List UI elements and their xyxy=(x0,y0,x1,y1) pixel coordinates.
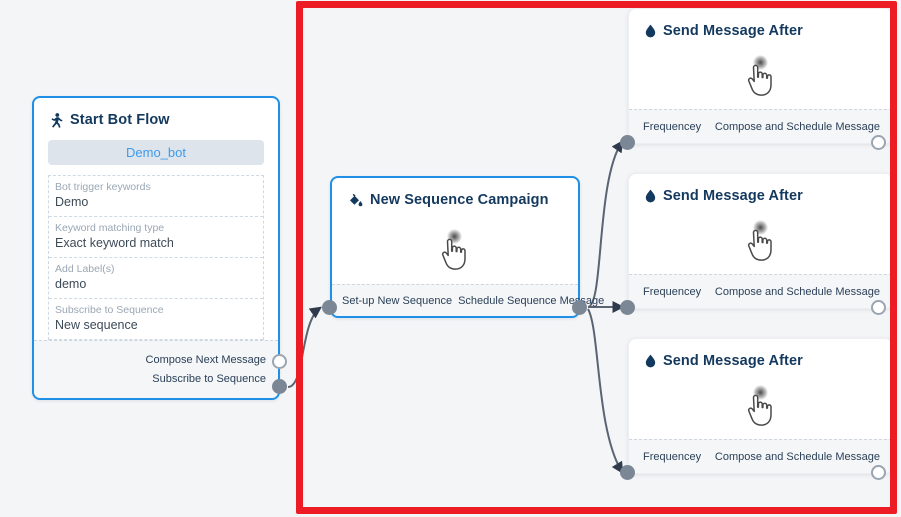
node-new-sequence-campaign[interactable]: New Sequence Campaign Set-up New Sequenc… xyxy=(330,176,604,318)
bot-field-list: Bot trigger keywords Demo Keyword matchi… xyxy=(48,175,264,340)
tap-hand-cursor-icon xyxy=(740,55,782,99)
port-compose-and-schedule-message-3[interactable] xyxy=(871,465,886,480)
field-subscribe-to-sequence[interactable]: Subscribe to Sequence New sequence xyxy=(49,299,263,340)
port-label: Compose Next Message xyxy=(145,354,266,366)
port-label-compose-and-schedule-message[interactable]: Compose and Schedule Message xyxy=(714,450,880,463)
node-new-sequence-campaign-body xyxy=(332,220,578,282)
port-rows: Compose Next Message Subscribe to Sequen… xyxy=(46,354,266,385)
port-frequency-1[interactable] xyxy=(620,135,635,150)
node-title-text: Send Message After xyxy=(663,23,803,39)
port-row-compose-next-message[interactable]: Compose Next Message xyxy=(46,354,266,366)
tap-hand-cursor-icon xyxy=(740,220,782,264)
water-drop-icon xyxy=(645,189,656,203)
port-label-schedule-sequence-message[interactable]: Schedule Sequence Message xyxy=(458,294,605,307)
port-label-compose-and-schedule-message[interactable]: Compose and Schedule Message xyxy=(714,120,880,133)
node-send-message-after-2-body xyxy=(629,214,892,270)
port-label-frequency[interactable]: Frequencey xyxy=(643,285,702,298)
port-compose-and-schedule-message-2[interactable] xyxy=(871,300,886,315)
node-title-text: Start Bot Flow xyxy=(70,112,170,128)
edge-start-to-sequence xyxy=(287,306,322,388)
port-row-subscribe-to-sequence[interactable]: Subscribe to Sequence xyxy=(46,373,266,385)
node-title-text: Send Message After xyxy=(663,188,803,204)
node-send-message-after-3-body xyxy=(629,379,892,435)
node-send-message-after-3-footer: Frequencey Compose and Schedule Message xyxy=(629,439,892,473)
port-compose-and-schedule-message-1[interactable] xyxy=(871,135,886,150)
field-label: Subscribe to Sequence xyxy=(55,304,164,316)
field-bot-trigger-keywords[interactable]: Bot trigger keywords Demo xyxy=(49,176,263,217)
bot-name-text: Demo_bot xyxy=(126,145,186,160)
node-new-sequence-campaign-title: New Sequence Campaign xyxy=(332,178,578,208)
field-label: Add Label(s) xyxy=(55,263,115,275)
field-value: Demo xyxy=(55,195,89,209)
node-start-bot-flow-footer: Compose Next Message Subscribe to Sequen… xyxy=(34,340,278,398)
node-send-message-after-1-title: Send Message After xyxy=(629,9,892,39)
port-label-setup-new-sequence[interactable]: Set-up New Sequence xyxy=(342,294,453,307)
node-title-text: New Sequence Campaign xyxy=(370,192,549,208)
port-label-frequency[interactable]: Frequencey xyxy=(643,450,702,463)
field-label: Keyword matching type xyxy=(55,222,165,234)
port-label: Subscribe to Sequence xyxy=(152,373,266,385)
node-send-message-after-2-footer: Frequencey Compose and Schedule Message xyxy=(629,274,892,308)
port-label-compose-and-schedule-message[interactable]: Compose and Schedule Message xyxy=(714,285,880,298)
node-send-message-after-2[interactable]: Send Message After Frequencey Compose an… xyxy=(628,173,893,309)
node-send-message-after-2-title: Send Message After xyxy=(629,174,892,204)
field-label: Bot trigger keywords xyxy=(55,181,151,193)
field-value: demo xyxy=(55,277,87,291)
node-send-message-after-3-title: Send Message After xyxy=(629,339,892,369)
edge-sequence-to-message-1 xyxy=(587,140,624,308)
node-start-bot-flow-title: Start Bot Flow xyxy=(34,98,278,128)
node-send-message-after-1-body xyxy=(629,49,892,105)
node-send-message-after-1[interactable]: Send Message After Frequencey Compose an… xyxy=(628,8,893,144)
tap-hand-cursor-icon xyxy=(740,385,782,429)
tap-hand-cursor-icon xyxy=(434,229,476,273)
water-drop-icon xyxy=(645,354,656,368)
node-title-text: Send Message After xyxy=(663,353,803,369)
node-new-sequence-campaign-footer: Set-up New Sequence Schedule Sequence Me… xyxy=(332,284,604,316)
port-frequency-2[interactable] xyxy=(620,300,635,315)
port-label-frequency[interactable]: Frequencey xyxy=(643,120,702,133)
port-schedule-sequence-message[interactable] xyxy=(572,300,587,315)
water-drop-icon xyxy=(645,24,656,38)
edge-sequence-to-message-3 xyxy=(587,308,624,475)
field-keyword-matching-type[interactable]: Keyword matching type Exact keyword matc… xyxy=(49,217,263,258)
field-value: Exact keyword match xyxy=(55,236,174,250)
node-send-message-after-1-footer: Frequencey Compose and Schedule Message xyxy=(629,109,892,143)
port-setup-new-sequence[interactable] xyxy=(322,300,337,315)
field-value: New sequence xyxy=(55,318,138,332)
paint-pour-icon xyxy=(350,193,363,207)
node-start-bot-flow[interactable]: Start Bot Flow Demo_bot Bot trigger keyw… xyxy=(32,96,280,400)
field-add-labels[interactable]: Add Label(s) demo xyxy=(49,258,263,299)
node-send-message-after-3[interactable]: Send Message After Frequencey Compose an… xyxy=(628,338,893,474)
running-person-icon xyxy=(51,112,63,128)
port-subscribe-to-sequence[interactable] xyxy=(272,379,287,394)
port-compose-next-message[interactable] xyxy=(272,354,287,369)
port-frequency-3[interactable] xyxy=(620,465,635,480)
bot-name-pill[interactable]: Demo_bot xyxy=(48,140,264,165)
